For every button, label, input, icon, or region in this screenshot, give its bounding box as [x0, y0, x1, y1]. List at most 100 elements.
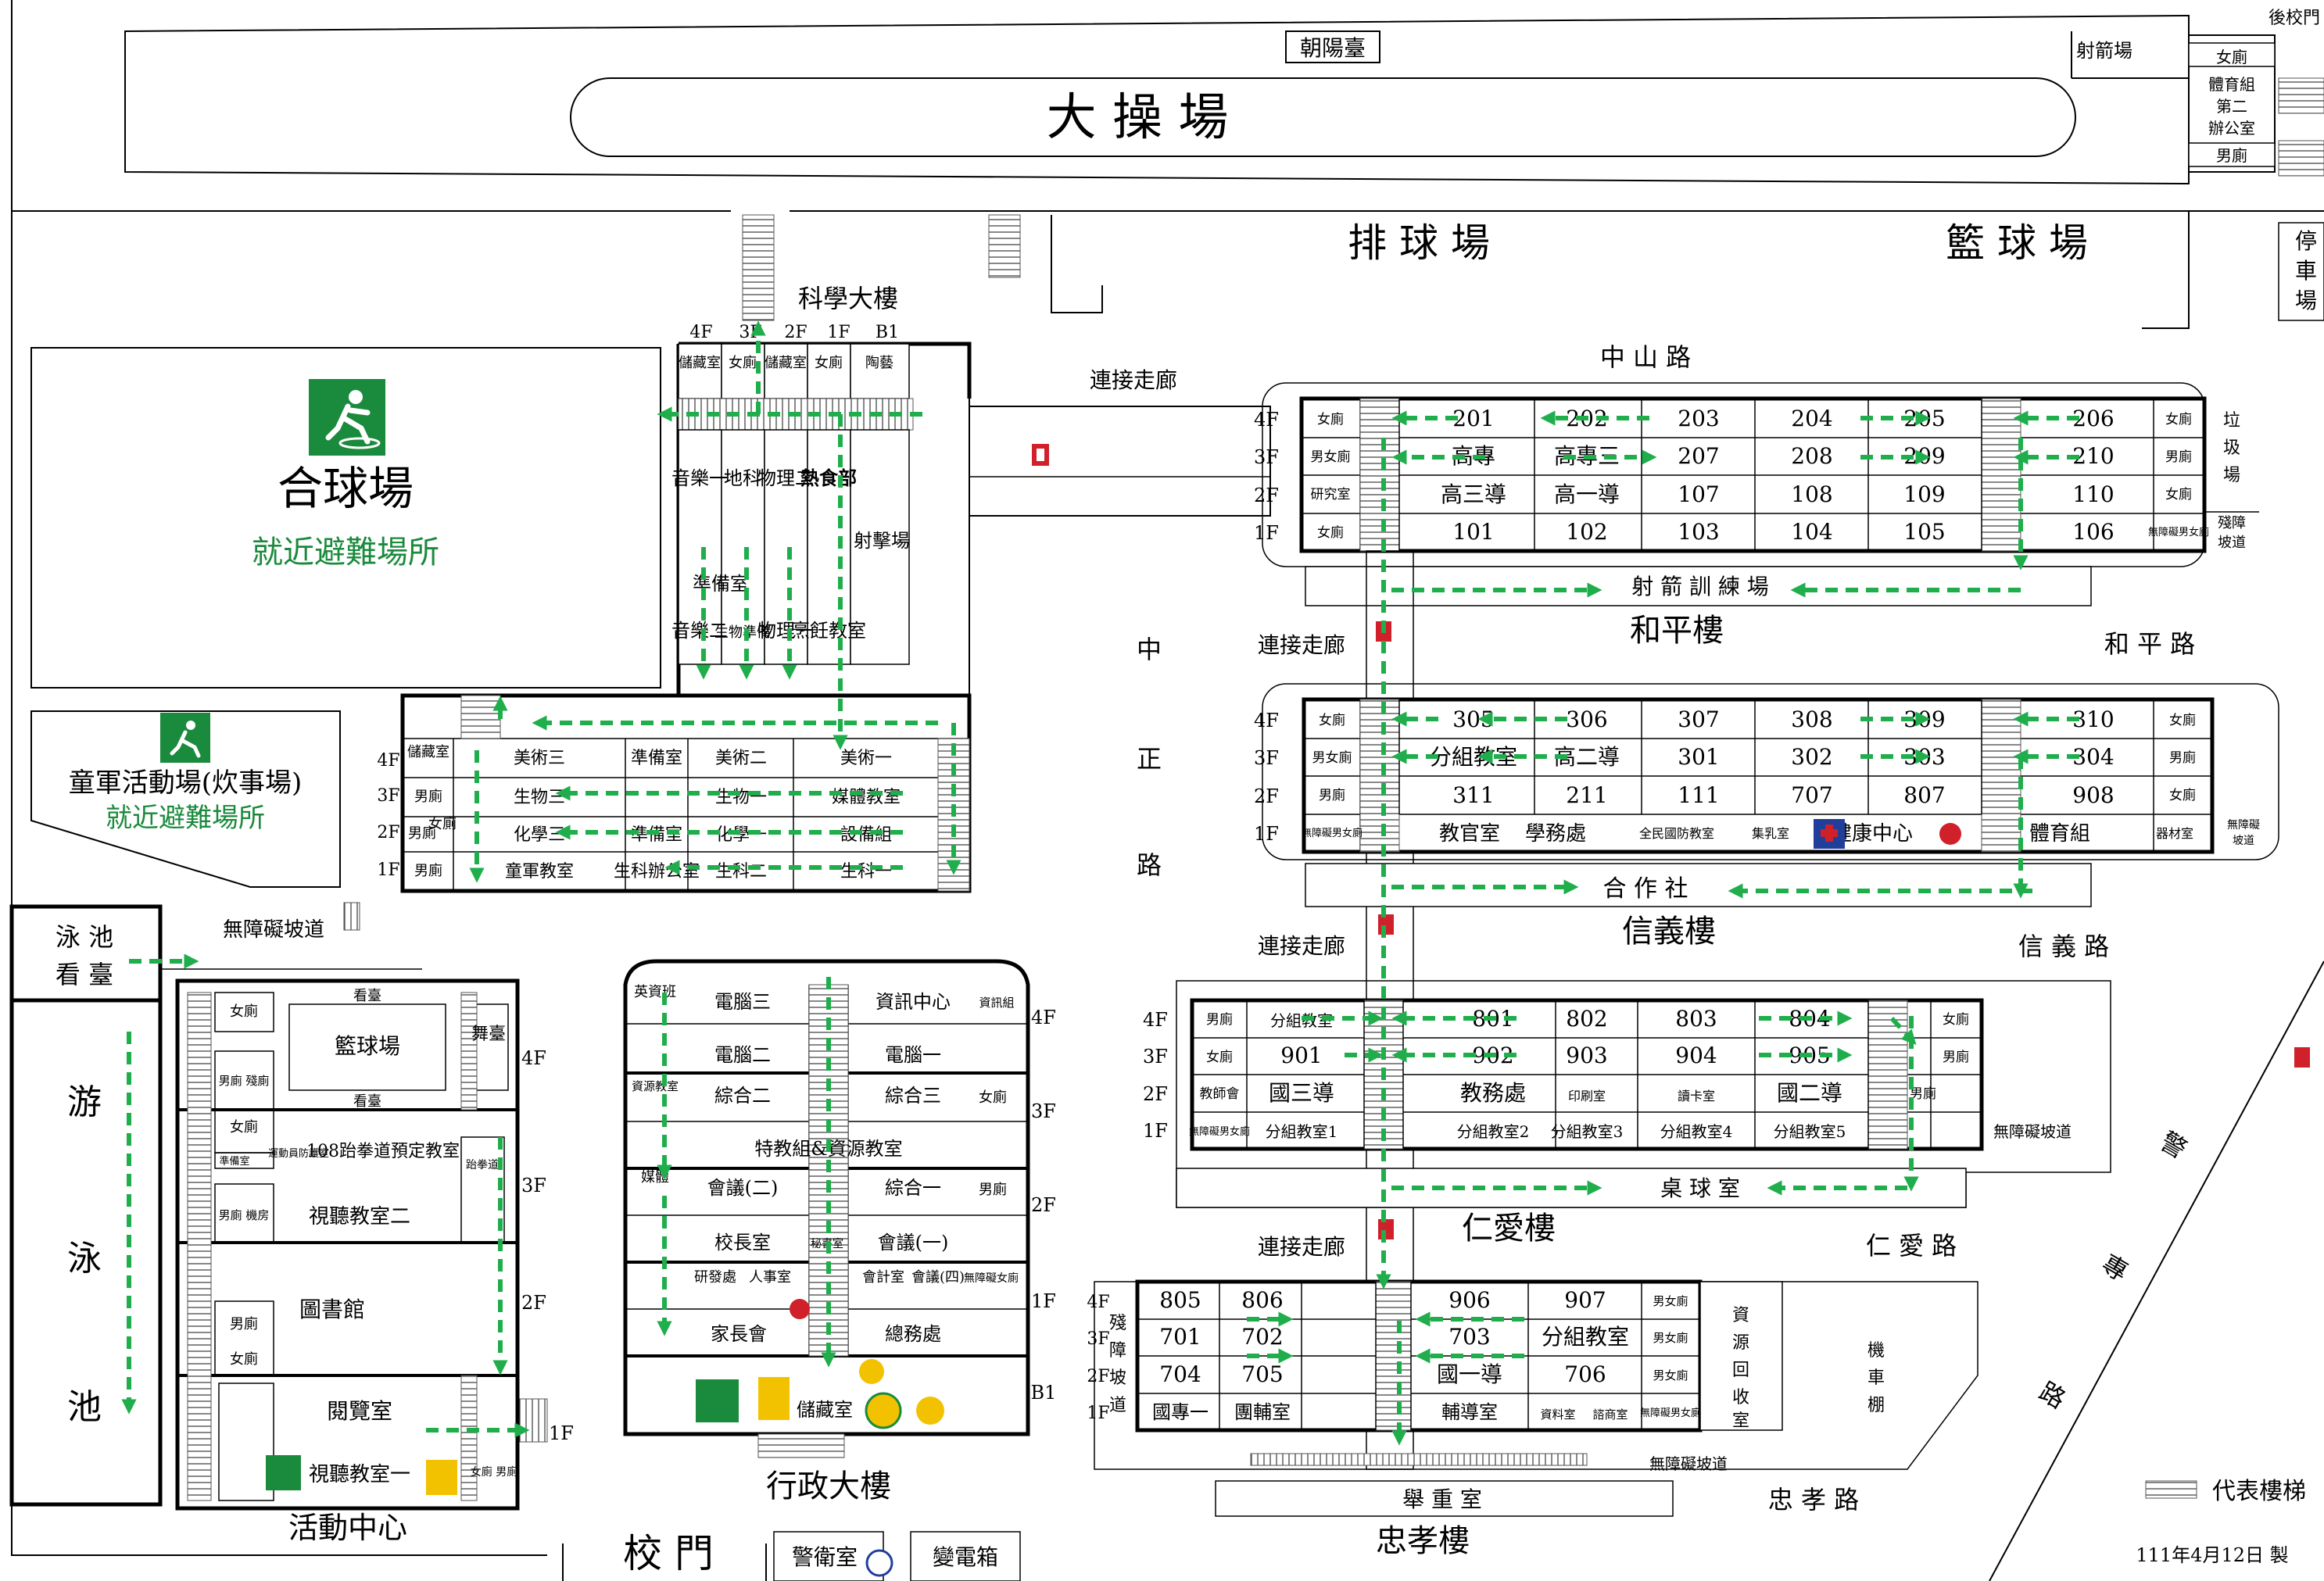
classroom-label: 高一導 — [1554, 481, 1620, 507]
classroom-label: 904 — [1675, 1043, 1717, 1068]
classroom-label: 201 — [1452, 406, 1494, 431]
classroom-label: 305 — [1452, 706, 1494, 732]
stairs-icon — [988, 214, 1021, 278]
room-label: 生科一 — [840, 862, 892, 882]
top-area: 大 操 場 朝陽臺 射箭場 後校門 女廁 體育組 第二 辦公室 男廁 — [124, 9, 2324, 185]
classroom-label: 306 — [1566, 706, 1607, 732]
archery-training-label: 射 箭 訓 練 場 — [1631, 574, 1769, 599]
restroom-label: 無障礙男女廁 — [2148, 526, 2209, 538]
taekwondo-room: 108跆拳道預定教室 — [306, 1142, 460, 1161]
room-label: 生物三 — [514, 788, 565, 807]
pool-stand-label: 泳 池 — [56, 922, 113, 952]
sports-room: 運動員防護室 — [268, 1147, 329, 1160]
womens-restroom: 女廁 — [428, 815, 457, 832]
zhongzheng-road-label: 正 — [1137, 744, 1162, 774]
weightlifting-room: 舉 重 室 — [1402, 1486, 1482, 1512]
classroom-label: 國二導 — [1777, 1080, 1842, 1106]
pe-office-line-1: 體育組 — [2208, 75, 2255, 94]
scooter-shed-label: 車 — [1867, 1368, 1885, 1388]
mens-restroom: 男廁 — [979, 1181, 1007, 1198]
classroom-label: 701 — [1159, 1324, 1201, 1350]
classroom-label: 908 — [2072, 782, 2114, 808]
integrated-room-1: 綜合一 — [885, 1177, 941, 1199]
diagonal-road-edge — [1989, 960, 2324, 1581]
xinyi-building: 4F 3F 2F 1F 女廁 男女廁 男廁 無障礙男女廁 女廁 男廁 女廁 30… — [1254, 683, 2279, 950]
military-office: 教官室 — [1439, 822, 1500, 846]
scooter-shed-label: 機 — [1867, 1341, 1885, 1361]
recycle-label: 資 — [1732, 1306, 1749, 1325]
shelter-icon — [865, 1549, 893, 1577]
big-field — [570, 77, 2076, 157]
parking-line-1: 停 — [2295, 228, 2317, 254]
it-center: 資訊中心 — [876, 991, 951, 1013]
principal-office: 校長室 — [714, 1232, 771, 1254]
classroom-label: 901 — [1280, 1043, 1322, 1068]
floor-label: 3F — [1031, 1100, 1056, 1122]
stand-label: 看臺 — [353, 988, 381, 1004]
science-building-name: 科學大樓 — [798, 284, 898, 313]
floor-label: 3F — [1254, 747, 1279, 769]
legend: 代表樓梯 111年4月12日 製 — [2136, 1478, 2306, 1566]
ramp-label: 殘障 — [2218, 515, 2246, 531]
mens-restroom: 男廁 — [414, 862, 442, 879]
basketball-court: 籃球場 — [335, 1033, 400, 1059]
floor-label: 1F — [549, 1422, 574, 1444]
stand-label: 看臺 — [353, 1093, 381, 1110]
bio-prep-room: 生物準備 — [714, 624, 771, 641]
zhongzheng-road-label: 中 — [1137, 635, 1162, 664]
classroom-label: 304 — [2072, 744, 2114, 770]
evacuation-routes — [121, 320, 2079, 1446]
floor-label: 3F — [521, 1175, 546, 1196]
accounting-office: 會計室 — [862, 1269, 904, 1286]
admin-building-name: 行政大樓 — [766, 1468, 891, 1504]
classroom-label: 諮商室 — [1592, 1408, 1628, 1422]
restroom-label: 女廁 — [1943, 1011, 1969, 1028]
corridor-label: 連接走廊 — [1258, 632, 1345, 658]
activity-center-name: 活動中心 — [288, 1511, 407, 1545]
floor-label: 4F — [1143, 1009, 1168, 1031]
classroom-label: 印刷室 — [1568, 1089, 1606, 1103]
school-gate-area: 校 門 警衛室 變電箱 — [562, 1531, 1021, 1581]
accessible-restroom: 無障礙女廁 — [964, 1272, 1019, 1285]
womens-restroom: 女廁 — [729, 354, 757, 371]
room-label: 美術一 — [840, 749, 892, 768]
room-label: 準備室 — [631, 749, 682, 768]
womens-restroom: 女廁 — [979, 1089, 1007, 1106]
scout-field-name: 童軍活動場(炊事場) — [69, 767, 303, 799]
evacuation-icon — [696, 1379, 739, 1422]
shooting-room: 射擊場 — [854, 530, 910, 552]
floor-label: 1F — [827, 323, 850, 342]
english-class: 英資班 — [634, 984, 676, 1000]
stairs-icon — [2278, 77, 2324, 114]
restroom-label: 男廁 — [1319, 787, 1345, 803]
mens-restroom: 男廁 — [230, 1315, 258, 1332]
av-room-2: 視聽教室二 — [309, 1205, 410, 1229]
floor-label: 2F — [1143, 1083, 1168, 1105]
date-label: 111年4月12日 製 — [2136, 1544, 2288, 1566]
floor-label: 2F — [784, 323, 807, 342]
ball-courts: 排 球 場 籃 球 場 停 車 場 — [742, 210, 2324, 329]
science-building: 科學大樓 4F 3F 2F 1F B1 儲藏室 女廁 儲藏室 女廁 陶藝 — [377, 284, 972, 893]
classroom-label: 207 — [1678, 443, 1719, 469]
general-affairs-office: 總務處 — [885, 1323, 941, 1345]
jingzhuan-road-label: 專 — [2097, 1249, 2133, 1287]
ramp-label: 道 — [1109, 1396, 1126, 1415]
pool-name: 池 — [67, 1387, 102, 1427]
floor-label: 4F — [1254, 710, 1279, 731]
ramp-label: 殘 — [1109, 1314, 1126, 1333]
stairs-icon — [742, 214, 775, 321]
stairs-icon — [2278, 140, 2324, 177]
garbage-label: 場 — [2223, 466, 2240, 485]
floor-label: 2F — [1087, 1367, 1109, 1386]
equipment-room: 器材室 — [2156, 826, 2193, 841]
restroom-label: 男廁 — [2165, 449, 2192, 465]
pe-womens-restroom: 女廁 — [2216, 48, 2247, 66]
classroom-label: 高三導 — [1441, 481, 1506, 507]
recycle-label: 源 — [1732, 1333, 1749, 1353]
evacuation-icon — [266, 1455, 301, 1490]
floor-label: 1F — [1254, 522, 1279, 544]
health-center: 健康中心 — [1832, 822, 1913, 846]
classroom-label: 310 — [2072, 706, 2114, 732]
classroom-label: 國三導 — [1269, 1080, 1334, 1106]
floor-label: 2F — [1031, 1194, 1056, 1216]
